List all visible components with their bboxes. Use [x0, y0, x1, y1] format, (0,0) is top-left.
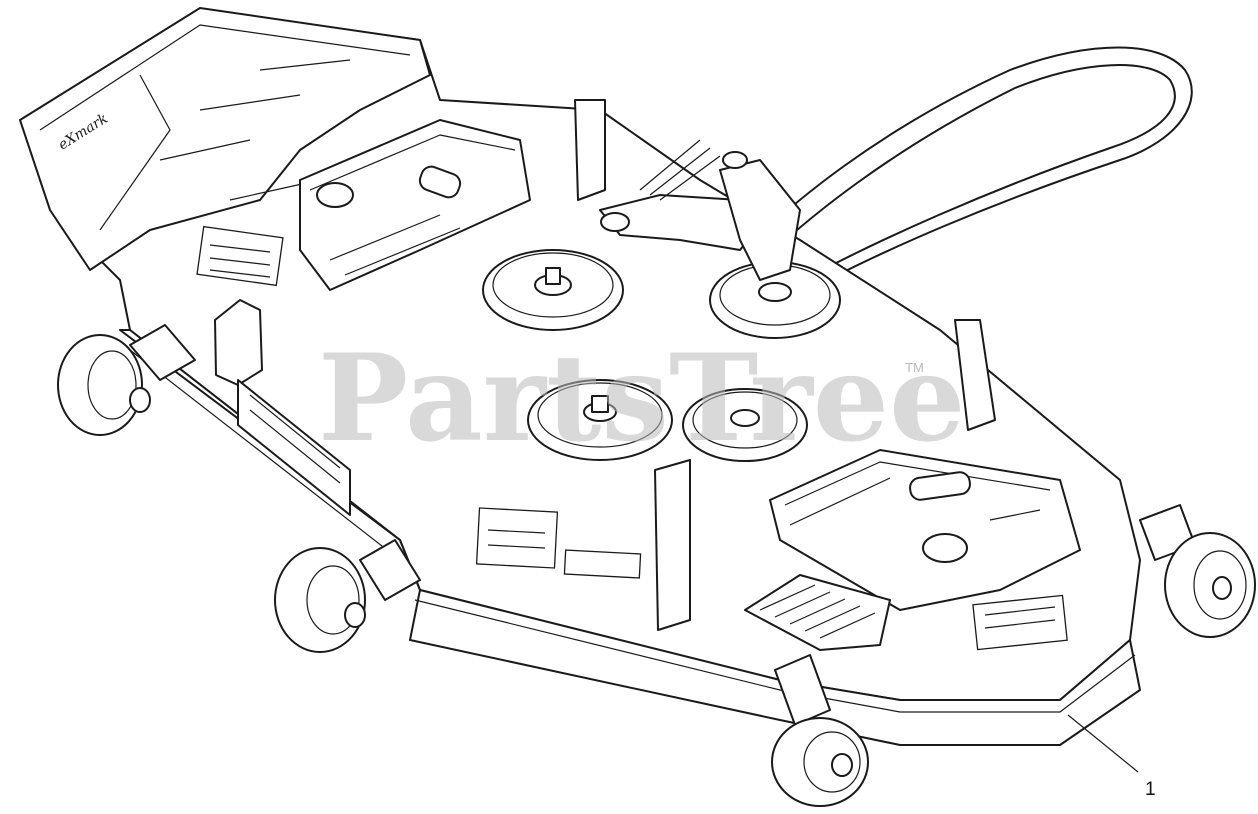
model-badge: [237, 379, 351, 516]
caster-wheel-right-side: [1139, 504, 1256, 638]
pulley-upper-left: [482, 249, 624, 331]
caster-wheel-right-front: [771, 654, 869, 807]
pulley-lower-left: [527, 379, 673, 461]
safety-decals: [196, 225, 1068, 651]
pulley-lower-right: [682, 388, 808, 462]
left-belt-cover: [299, 119, 531, 291]
watermark-text: PartsTree: [318, 328, 965, 469]
discharge-chute: eXmark: [19, 7, 431, 271]
drive-belt: [699, 46, 1193, 306]
right-belt-cover: [769, 449, 1081, 611]
idler-arm-assembly: [599, 139, 801, 281]
step-pad: [744, 574, 891, 651]
callout-1: 1: [1067, 714, 1156, 800]
caster-wheel-left-rear: [57, 324, 196, 436]
caster-wheel-left-front: [274, 539, 421, 653]
callout-label: 1: [1145, 779, 1156, 800]
watermark-trademark: TM: [905, 360, 924, 375]
height-brackets: [214, 99, 996, 631]
